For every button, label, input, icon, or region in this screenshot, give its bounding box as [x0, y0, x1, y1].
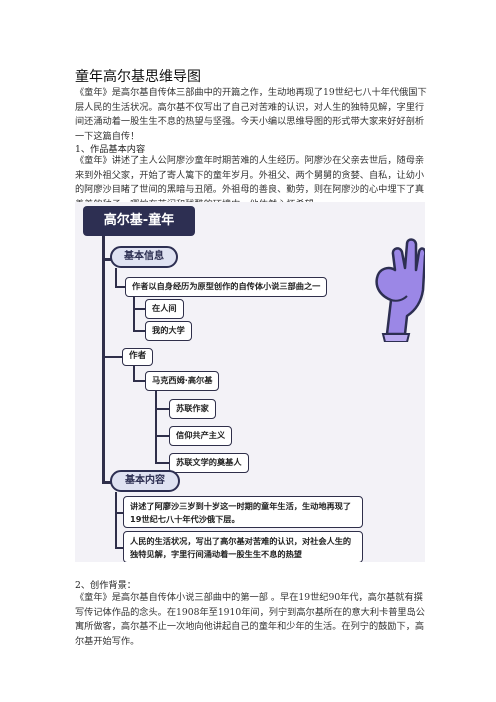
mindmap-trunk: [102, 236, 105, 482]
mindmap-figure: 高尔基-童年 基本信息 作者以自身经历为原型创作的自传体小说三部曲之一 在人间 …: [75, 202, 425, 562]
section-heading-basic-content: 1、作品基本内容: [75, 144, 146, 155]
background-paragraph: 《童年》是高尔基自传体小说三部曲中的第一部 。早在19世纪90年代，高尔基就有撰…: [75, 592, 425, 648]
connector: [133, 297, 135, 331]
connector: [102, 258, 112, 261]
branch-basic-info-work: 作者以自身经历为原型创作的自传体小说三部曲之一: [125, 277, 328, 297]
branch-main-content: 基本内容: [110, 470, 180, 492]
connector: [115, 492, 117, 548]
connector: [133, 380, 147, 382]
mindmap-root: 高尔基-童年: [83, 206, 195, 236]
connector: [102, 481, 112, 484]
related-work-item: 在人间: [145, 299, 184, 319]
connector: [133, 366, 135, 382]
connector: [155, 391, 157, 463]
author-name: 马克西姆·高尔基: [145, 371, 220, 391]
author-attribute: 苏联文学的奠基人: [169, 453, 249, 473]
connector: [115, 512, 125, 514]
branch-basic-info: 基本信息: [110, 246, 178, 268]
connector: [115, 268, 117, 288]
connector: [155, 462, 171, 464]
connector: [155, 408, 171, 410]
connector: [115, 547, 125, 549]
section-heading-background: 2、创作背景：: [75, 580, 136, 591]
related-work-item: 我的大学: [145, 321, 192, 341]
mascot-hand-illustration: [375, 238, 425, 342]
connector: [155, 435, 171, 437]
connector: [133, 308, 147, 310]
intro-paragraph: 《童年》是高尔基自传体三部曲中的开篇之作，生动地再现了19世纪七八十年代俄国下层…: [75, 87, 427, 143]
connector: [115, 286, 127, 288]
main-content-item: 人民的生活状况，写出了高尔基对苦难的认识，对社会人生的独特见解，字里行间涌动着一…: [123, 531, 363, 562]
page-title: 童年高尔基思维导图: [75, 69, 201, 85]
branch-author: 作者: [122, 348, 154, 366]
author-attribute: 信仰共产主义: [169, 426, 233, 446]
connector: [102, 356, 124, 358]
connector: [133, 330, 147, 332]
author-attribute: 苏联作家: [169, 399, 216, 419]
main-content-item: 讲述了阿廖沙三岁到十岁这一时期的童年生活，生动地再现了19世纪七八十年代沙俄下层…: [123, 496, 363, 528]
